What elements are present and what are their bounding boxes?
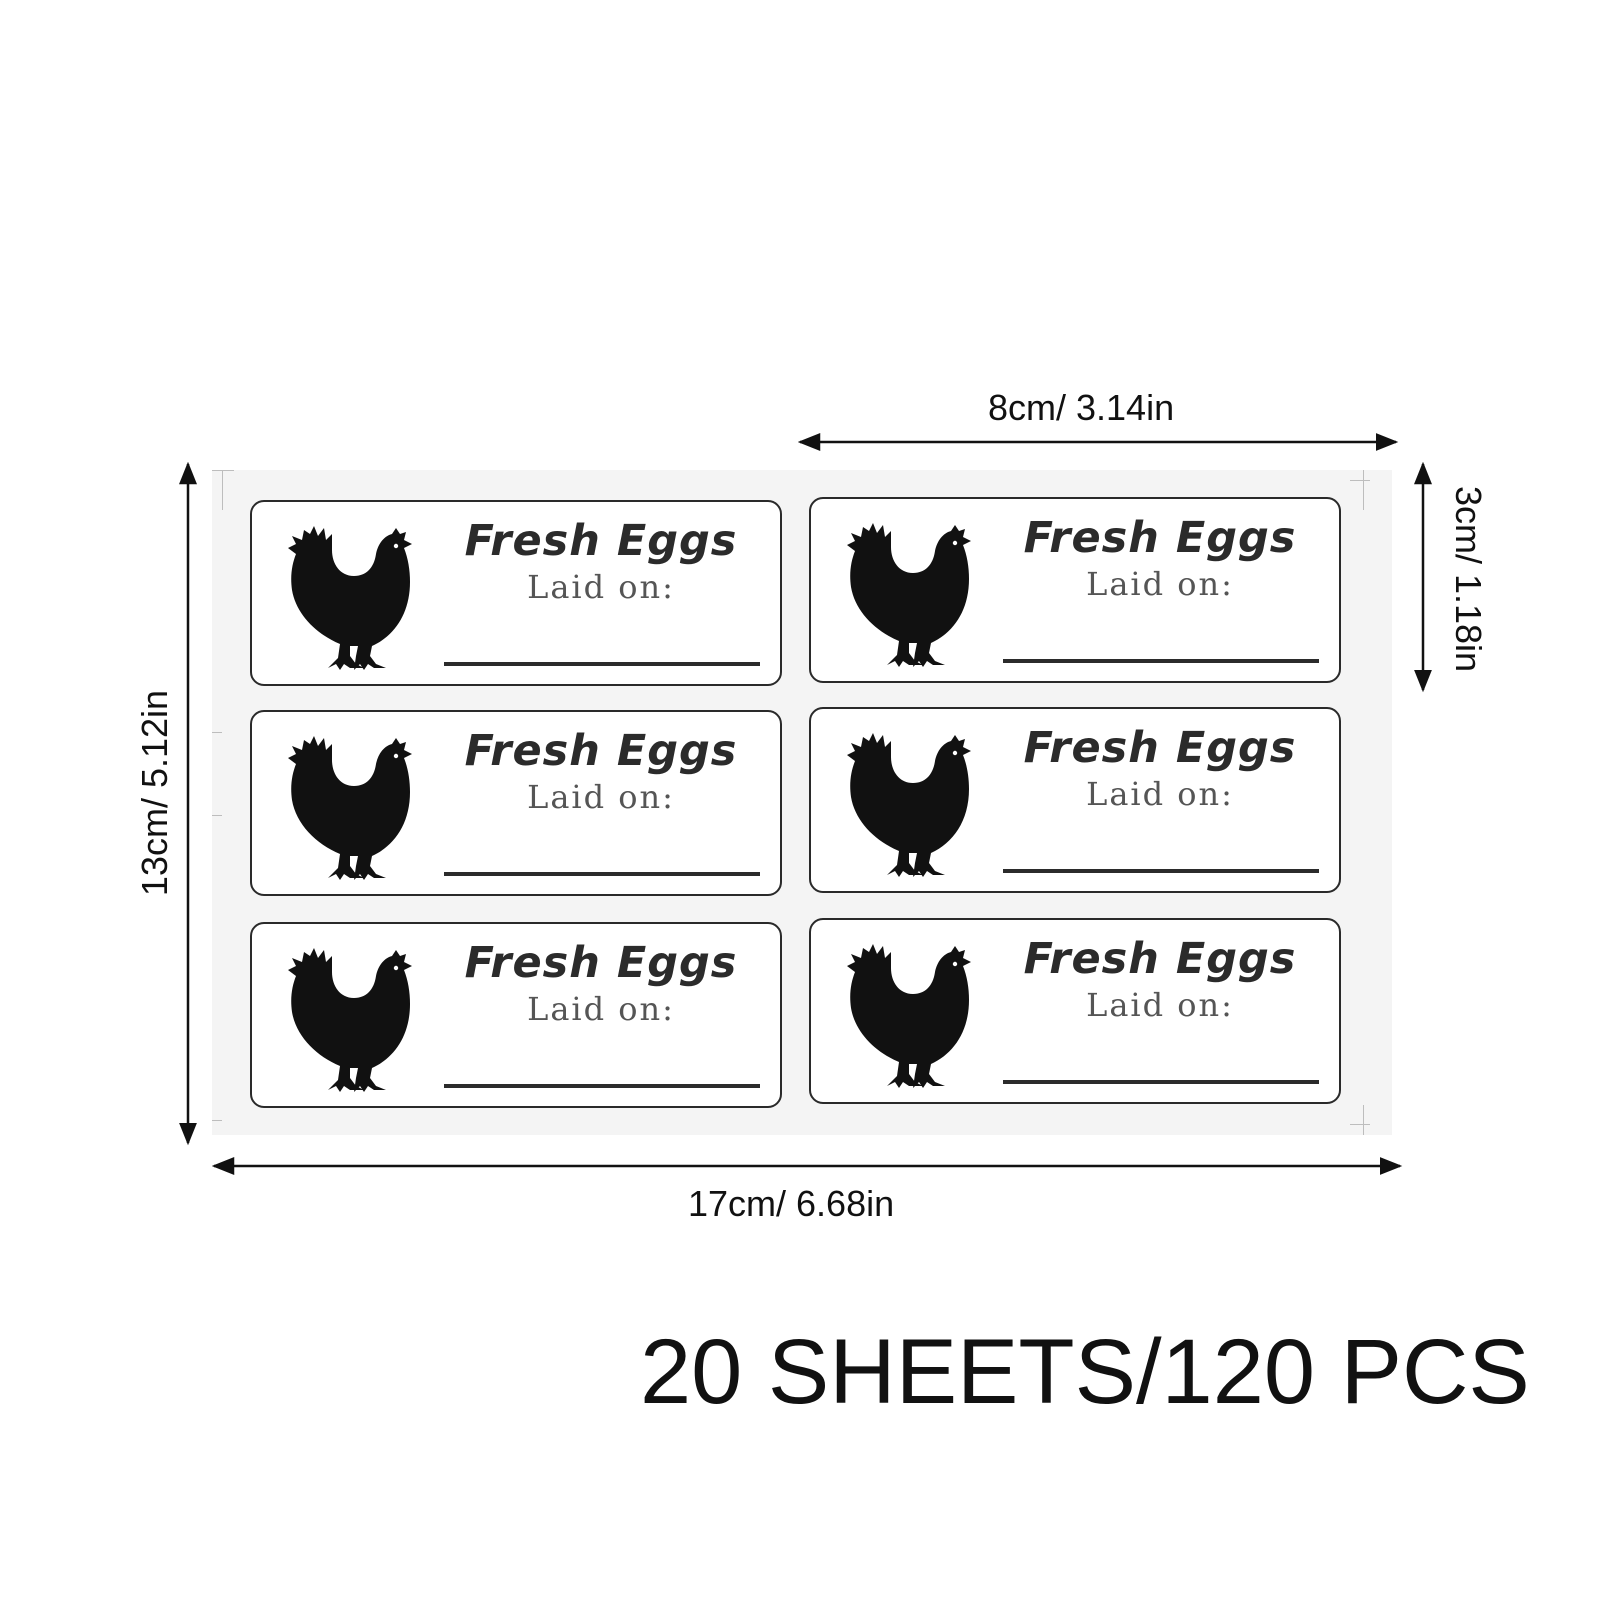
label-subtitle: Laid on:	[527, 778, 675, 816]
crop-mark	[212, 1120, 222, 1121]
label-subtitle: Laid on:	[527, 990, 675, 1028]
sheet-width-text: 17cm/ 6.68in	[688, 1183, 895, 1224]
hen-icon	[837, 521, 981, 671]
crop-mark	[1350, 1124, 1370, 1125]
hen-icon	[278, 524, 422, 674]
label-subtitle: Laid on:	[1086, 565, 1234, 603]
label-title: Fresh Eggs	[464, 516, 738, 566]
crop-mark	[1363, 470, 1364, 510]
date-write-line	[1003, 1080, 1319, 1084]
label-title: Fresh Eggs	[1023, 723, 1297, 773]
egg-label: Fresh Eggs Laid on:	[809, 918, 1341, 1104]
egg-label: Fresh Eggs Laid on:	[809, 707, 1341, 893]
sheet-height-text: 13cm/ 5.12in	[134, 689, 175, 897]
crop-mark	[1350, 480, 1370, 481]
date-write-line	[444, 1084, 760, 1088]
hen-icon	[278, 734, 422, 884]
egg-label: Fresh Eggs Laid on:	[250, 500, 782, 686]
label-subtitle: Laid on:	[1086, 775, 1234, 813]
date-write-line	[444, 872, 760, 876]
hen-icon	[837, 942, 981, 1092]
label-title: Fresh Eggs	[1023, 934, 1297, 984]
crop-mark	[222, 470, 223, 510]
date-write-line	[444, 662, 760, 666]
label-subtitle: Laid on:	[527, 568, 675, 606]
label-title: Fresh Eggs	[1023, 513, 1297, 563]
label-title: Fresh Eggs	[464, 938, 738, 988]
date-write-line	[1003, 869, 1319, 873]
label-title: Fresh Eggs	[464, 726, 738, 776]
crop-mark	[1363, 1105, 1364, 1135]
sticker-sheet: Fresh Eggs Laid on: Fresh Eggs Laid on: …	[212, 470, 1392, 1135]
hen-icon	[278, 946, 422, 1096]
egg-label: Fresh Eggs Laid on:	[250, 710, 782, 896]
label-width-text: 8cm/ 3.14in	[988, 387, 1175, 428]
label-subtitle: Laid on:	[1086, 986, 1234, 1024]
date-write-line	[1003, 659, 1319, 663]
hen-icon	[837, 731, 981, 881]
crop-mark	[212, 815, 222, 816]
egg-label: Fresh Eggs Laid on:	[809, 497, 1341, 683]
crop-mark	[212, 470, 234, 471]
crop-mark	[212, 732, 222, 733]
egg-label: Fresh Eggs Laid on:	[250, 922, 782, 1108]
package-quantity-caption: 20 SHEETS/120 PCS	[640, 1321, 1530, 1423]
label-height-text: 3cm/ 1.18in	[1448, 485, 1489, 673]
